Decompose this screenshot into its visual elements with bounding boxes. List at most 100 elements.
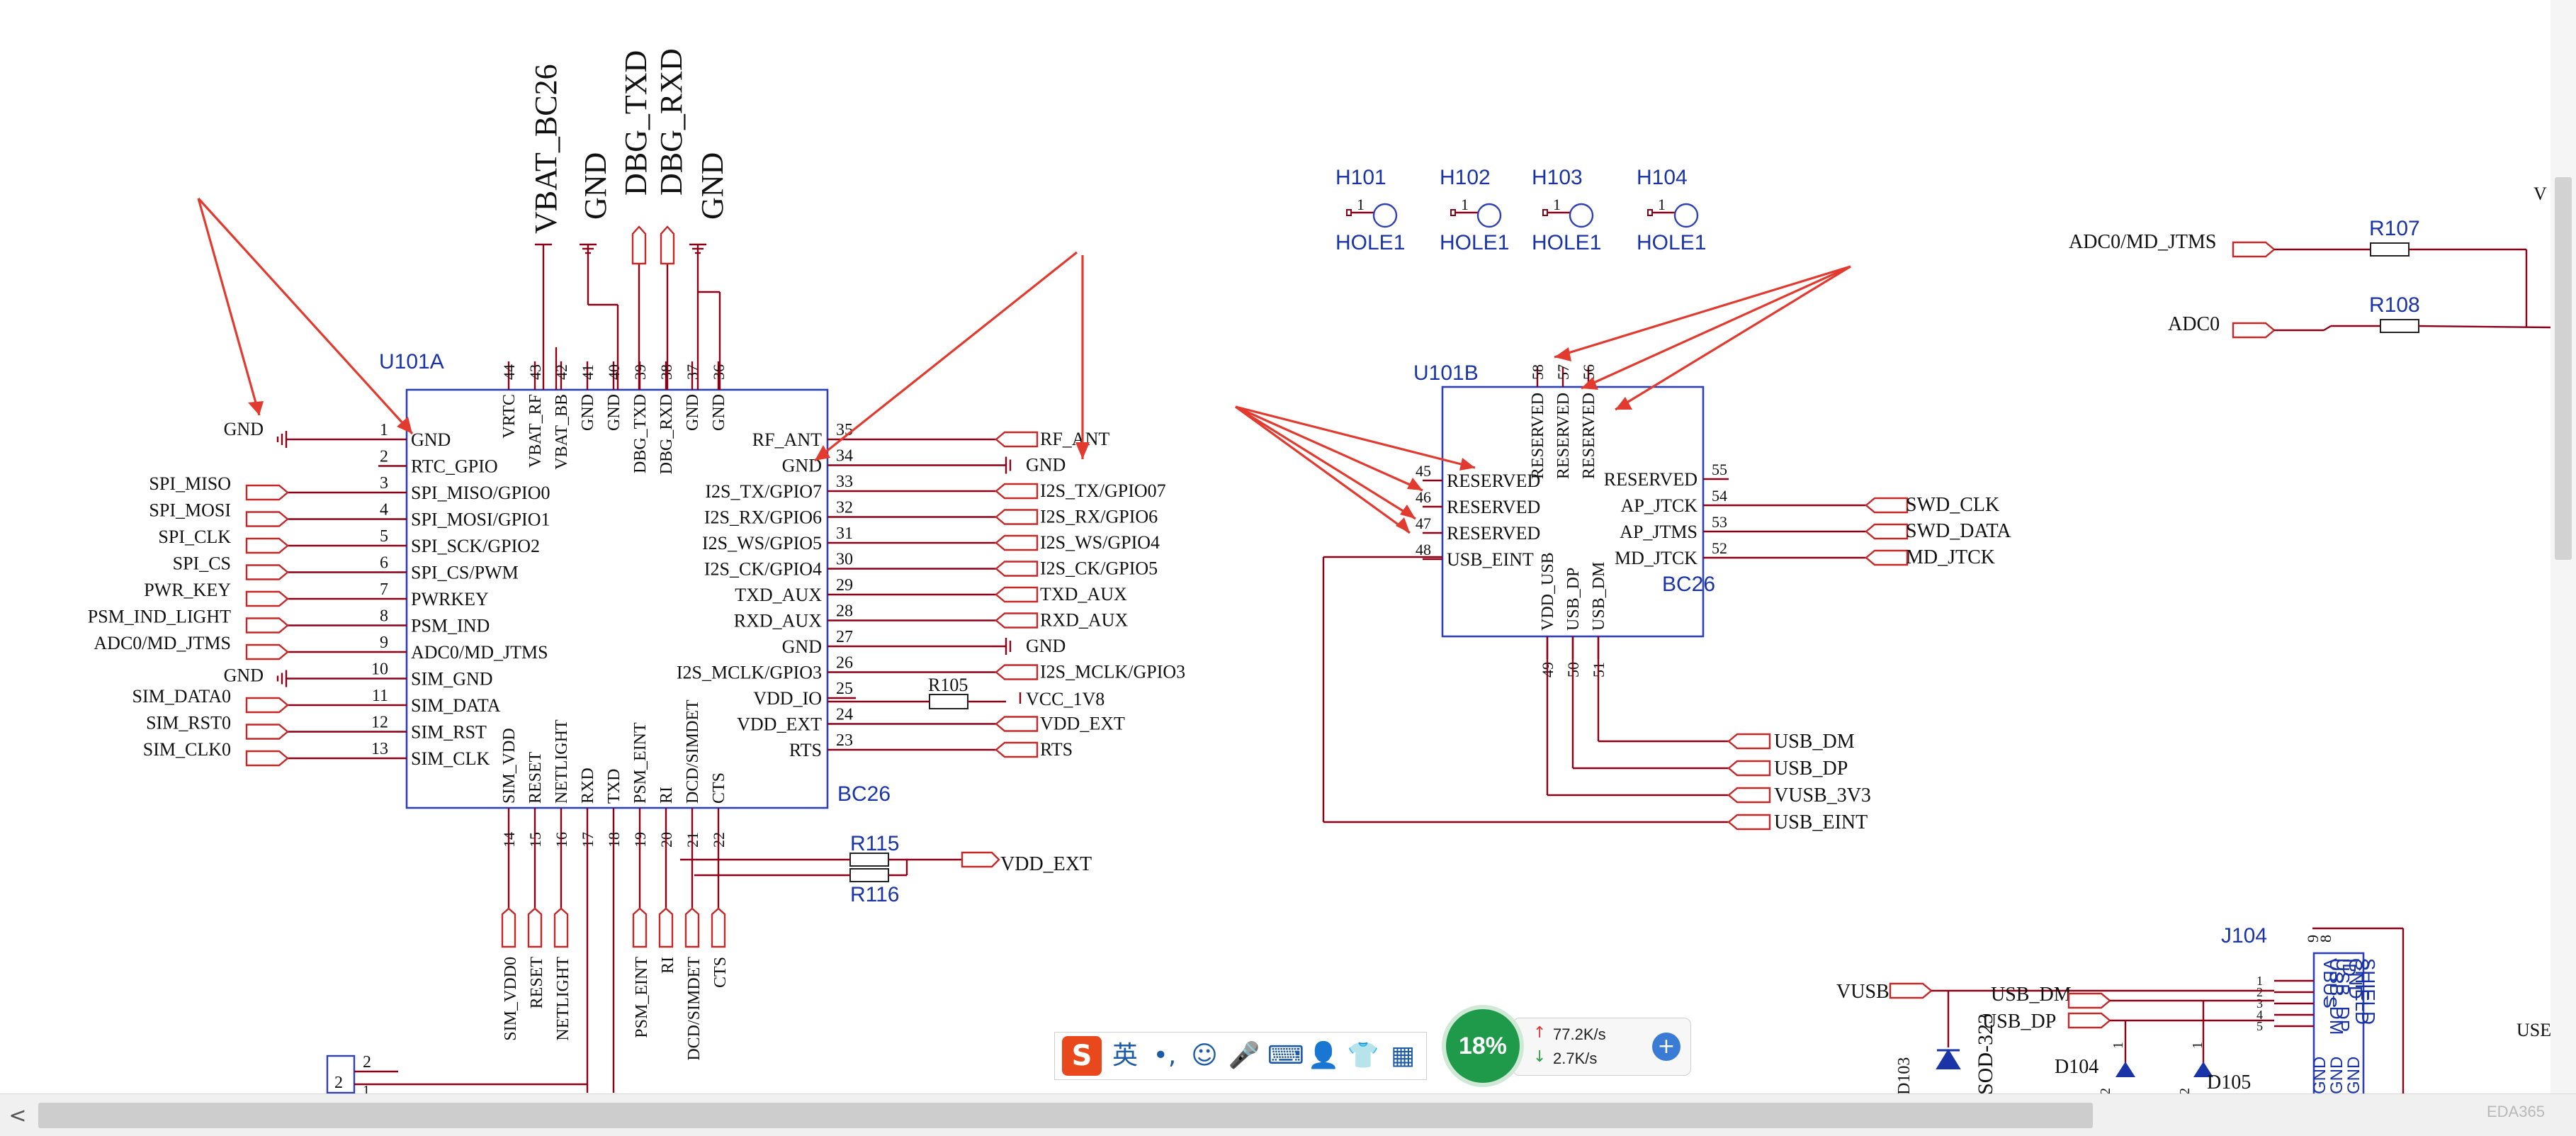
u101a-designator: U101A bbox=[379, 350, 444, 373]
network-speed-panel: ↑ 77.2K/s ↓ 2.7K/s + bbox=[1513, 1018, 1691, 1076]
u101a-pin-number: 30 bbox=[836, 551, 853, 569]
network-usage-ring[interactable]: 18% bbox=[1442, 1005, 1524, 1087]
u101b-pin-name: USB_EINT bbox=[1447, 549, 1534, 570]
u101a-left-net-label: SIM_DATA0 bbox=[132, 686, 231, 707]
hole-pin-number: 1 bbox=[1553, 196, 1561, 213]
d105-pin-2: 2 bbox=[2177, 1088, 2193, 1095]
bl-pin-2b: 2 bbox=[334, 1074, 343, 1092]
right-section: ADC0/MD_JTMS R107 V ADC0 R108 J104 9 8 1… bbox=[1836, 184, 2551, 1096]
u101a-pin-number: 4 bbox=[380, 501, 388, 519]
edge-use: USE bbox=[2516, 1020, 2551, 1040]
ime-user-icon[interactable]: 👤 bbox=[1307, 1041, 1340, 1070]
u101a-bottom-net-label: PSM_EINT bbox=[633, 957, 651, 1038]
ime-toolbox-icon[interactable]: ▦ bbox=[1390, 1041, 1415, 1070]
u101a-pin-number: 2 bbox=[380, 448, 388, 466]
u101b-pin-name: AP_JTMS bbox=[1620, 522, 1697, 542]
vertical-scrollbar[interactable] bbox=[2550, 0, 2576, 1093]
u101a-pin-number: 39 bbox=[631, 364, 649, 380]
edge-v: V bbox=[2533, 184, 2547, 204]
u101a-pin-name: SPI_SCK/GPIO2 bbox=[411, 536, 540, 556]
u101b-pin-number: 47 bbox=[1416, 514, 1431, 532]
download-arrow-icon: ↓ bbox=[1533, 1048, 1547, 1066]
u101b-bottom-net-label: VUSB_3V3 bbox=[1774, 784, 1871, 806]
u101b-right-net-label: MD_JTCK bbox=[1906, 546, 1995, 568]
u101a-pin-number: 38 bbox=[657, 364, 675, 380]
u101a-pin-number: 26 bbox=[836, 654, 853, 673]
u101a-pin-name: NETLIGHT bbox=[553, 719, 571, 804]
u101a-bottom-net-label: NETLIGHT bbox=[554, 957, 572, 1041]
ime-language-toggle[interactable]: 英 bbox=[1112, 1041, 1138, 1070]
j104-pin-9: 9 bbox=[2304, 935, 2322, 943]
hole-pin-number: 1 bbox=[1357, 196, 1365, 213]
u101a-right-net-label: RF_ANT bbox=[1040, 429, 1109, 449]
u101a-pin-number: 32 bbox=[836, 499, 853, 517]
u101a-pin-name: GND bbox=[605, 394, 623, 431]
u101a-bottom-net-label: RESET bbox=[528, 957, 546, 1009]
u101a-pin-number: 31 bbox=[836, 524, 853, 543]
u101b-pin-number: 54 bbox=[1712, 487, 1727, 505]
u101a-pin-number: 41 bbox=[579, 364, 597, 380]
u101a-pin-name: SIM_DATA bbox=[411, 695, 501, 716]
horizontal-scrollbar[interactable]: < bbox=[0, 1093, 2576, 1136]
j104-pin-number: 4 bbox=[2256, 1008, 2263, 1022]
u101a-pin-name: RTS bbox=[789, 740, 822, 760]
u101b-pin-number: 55 bbox=[1712, 461, 1727, 478]
ime-punctuation-icon[interactable]: •, bbox=[1153, 1041, 1177, 1070]
scroll-left-arrow-icon[interactable]: < bbox=[9, 1103, 27, 1128]
u101a-pin-number: 42 bbox=[553, 364, 570, 380]
u101a-pin-number: 5 bbox=[380, 527, 388, 546]
upload-arrow-icon: ↑ bbox=[1533, 1024, 1547, 1042]
u101a-pin-name: VDD_IO bbox=[753, 688, 822, 709]
u101b-bottom-net-label: USB_DP bbox=[1774, 758, 1848, 780]
ime-toolbar[interactable]: S 英 •, ☺ 🎤 ⌨ 👤 👕 ▦ bbox=[1054, 1032, 1427, 1080]
u101b-pin-number: 48 bbox=[1416, 541, 1431, 558]
u101a-pin-name: DBG_RXD bbox=[657, 394, 676, 474]
j104-pin-number: 5 bbox=[2256, 1019, 2263, 1033]
net-vbat-bc26: VBAT_BC26 bbox=[529, 64, 563, 234]
accelerate-plus-button[interactable]: + bbox=[1652, 1033, 1680, 1061]
u101a-pin-number: 10 bbox=[371, 660, 388, 679]
u101a-pin-name: I2S_MCLK/GPIO3 bbox=[677, 663, 822, 683]
sogou-logo-icon[interactable]: S bbox=[1062, 1036, 1102, 1076]
j104-pin-name: ID bbox=[2339, 958, 2360, 977]
r105-label: R105 bbox=[928, 675, 968, 695]
u101a-resistors: R105 R115 R116 VDD_EXT bbox=[680, 675, 1092, 906]
u101a-right-net-label: VDD_EXT bbox=[1040, 714, 1125, 734]
u101a-pin-name: ADC0/MD_JTMS bbox=[411, 642, 548, 663]
ime-emoji-icon[interactable]: ☺ bbox=[1191, 1041, 1218, 1070]
j104-bottom-pin-name: GND bbox=[2310, 1057, 2329, 1094]
ime-voice-icon[interactable]: 🎤 bbox=[1228, 1041, 1260, 1070]
hole-pin-number: 1 bbox=[1461, 196, 1469, 213]
u101a-pin-name: I2S_WS/GPIO5 bbox=[702, 533, 822, 553]
hole-value: HOLE1 bbox=[1532, 231, 1601, 254]
u101a-pin-number: 44 bbox=[500, 364, 518, 380]
d105-label: D105 bbox=[2207, 1072, 2251, 1093]
u101b-pin-number: 53 bbox=[1712, 513, 1727, 531]
horizontal-scrollbar-thumb[interactable] bbox=[38, 1103, 2093, 1128]
u101b-pin-name: RESERVED bbox=[1447, 497, 1540, 517]
u101b-pin-name: RESERVED bbox=[1447, 471, 1540, 491]
vertical-scrollbar-thumb[interactable] bbox=[2555, 177, 2572, 560]
d104-pin-1: 1 bbox=[2111, 1042, 2126, 1049]
network-monitor-widget[interactable]: ↑ 77.2K/s ↓ 2.7K/s + 18% bbox=[1442, 1005, 1691, 1087]
u101a-left-net-label: SIM_CLK0 bbox=[143, 739, 231, 760]
u101a-pin-number: 36 bbox=[710, 364, 728, 380]
u101b-pin-name: USB_DM bbox=[1590, 562, 1608, 631]
r115-label: R115 bbox=[850, 832, 900, 855]
u101a-right-net-label: RTS bbox=[1040, 739, 1073, 760]
u101a-right-net-label: TXD_AUX bbox=[1040, 584, 1127, 604]
net-adc0-right: ADC0 bbox=[2168, 313, 2220, 335]
u101a-pin-name: I2S_RX/GPIO6 bbox=[704, 507, 822, 528]
hole-ref: H101 bbox=[1335, 166, 1386, 189]
u101a-bottom-net-label: RI bbox=[659, 957, 677, 974]
d105-pin-1: 1 bbox=[2190, 1042, 2205, 1049]
hole-value: HOLE1 bbox=[1335, 231, 1405, 254]
ime-keyboard-icon[interactable]: ⌨ bbox=[1267, 1041, 1304, 1070]
ime-skin-icon[interactable]: 👕 bbox=[1347, 1041, 1379, 1070]
sod323-label: SOD-323 bbox=[1974, 1013, 1997, 1095]
